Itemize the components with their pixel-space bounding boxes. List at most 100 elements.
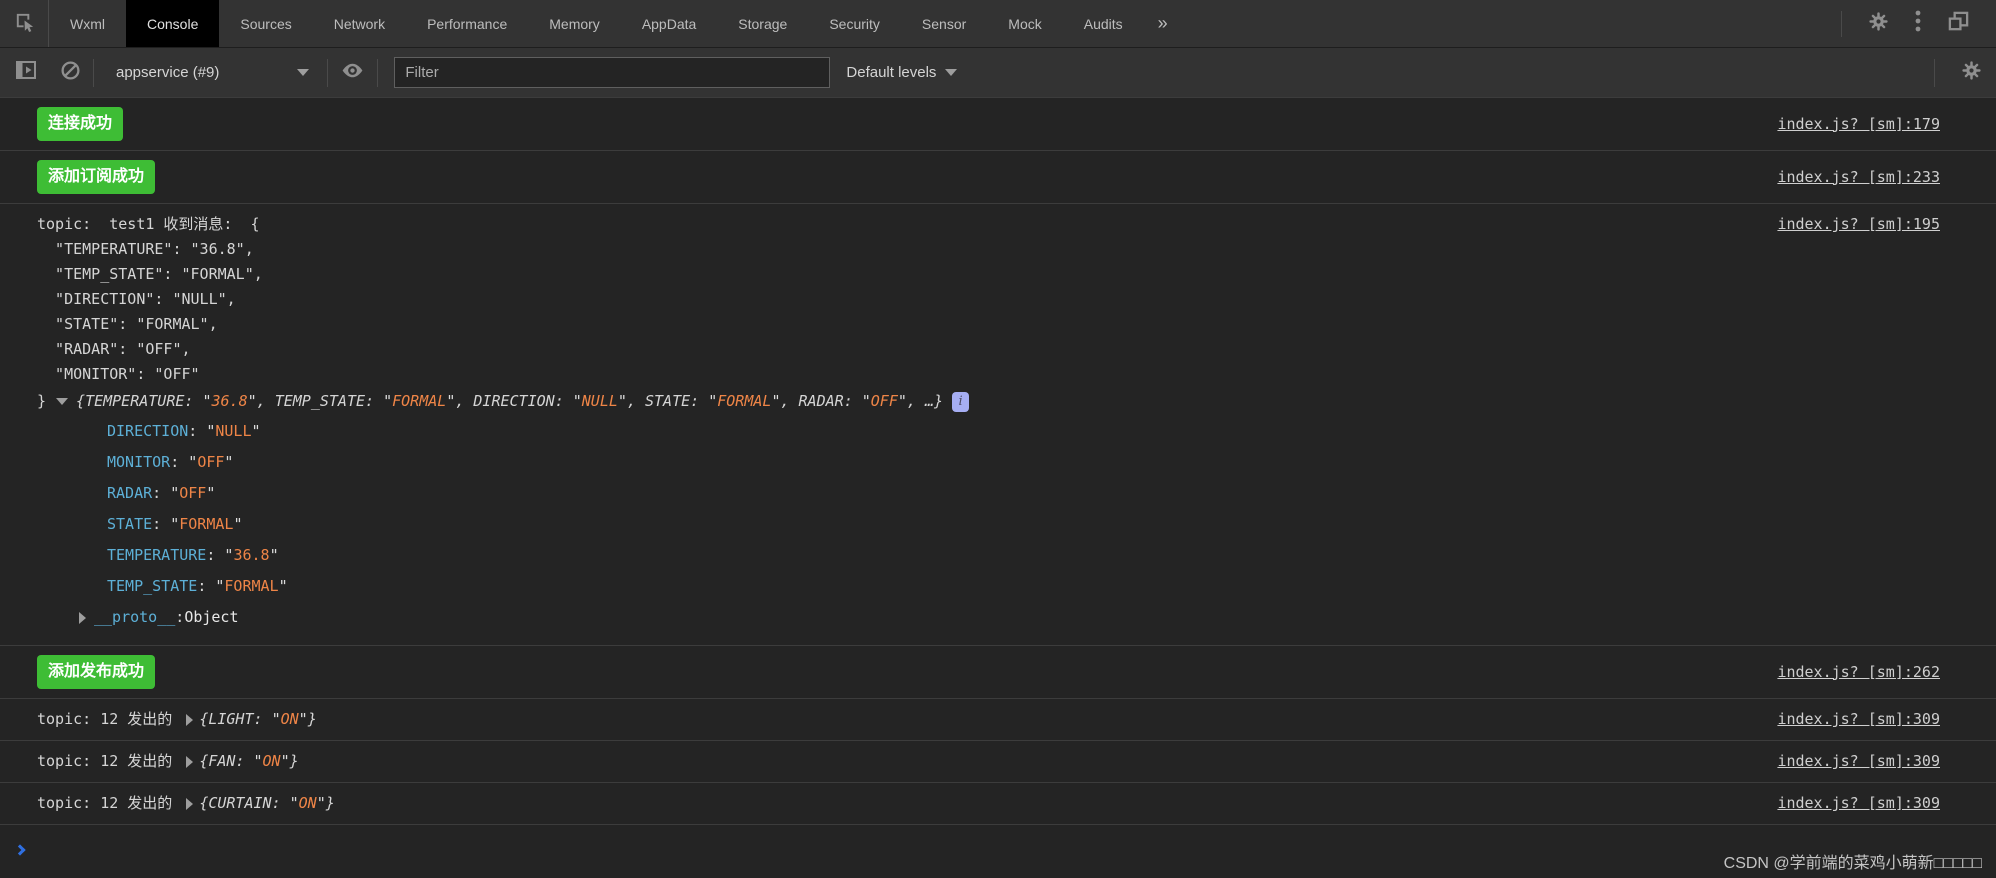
log-message: topic: 12 发出的 {CURTAINON} xyxy=(37,791,335,816)
filter-input[interactable] xyxy=(394,57,831,88)
preview-entry: TEMP_STATEFORMAL xyxy=(257,392,456,410)
open-brace: { xyxy=(76,392,86,410)
object-preview[interactable]: {LIGHTON} xyxy=(199,707,316,732)
tab-console[interactable]: Console xyxy=(126,0,220,47)
tab-wxml[interactable]: Wxml xyxy=(49,0,126,47)
property-value: NULL xyxy=(573,392,627,410)
levels-label: Default levels xyxy=(846,64,937,81)
tab-sensor[interactable]: Sensor xyxy=(901,0,987,47)
tree-property[interactable]: TEMP_STATEFORMAL xyxy=(37,571,969,602)
expand-triangle-icon[interactable] xyxy=(79,611,86,624)
tree-property[interactable]: RADAROFF xyxy=(37,478,969,509)
source-link[interactable]: index.js? [sm]:262 xyxy=(1777,662,1940,681)
tab-label: Network xyxy=(333,15,386,32)
property-value: OFF xyxy=(170,484,215,502)
inspect-element-button[interactable] xyxy=(0,0,49,47)
console-row: topic: 12 发出的 {CURTAINON} index.js? [sm]… xyxy=(0,783,1996,825)
tab-audits[interactable]: Audits xyxy=(1063,0,1144,47)
console-row: 连接成功 index.js? [sm]:179 xyxy=(0,98,1996,151)
property-key: RADAR xyxy=(107,484,170,502)
property-value: FORMAL xyxy=(383,392,455,410)
tab-label: Memory xyxy=(549,15,600,32)
more-tabs-button[interactable]: » xyxy=(1144,0,1182,47)
open-brace: { xyxy=(199,794,209,812)
live-expression-button[interactable] xyxy=(340,58,365,88)
tab-security[interactable]: Security xyxy=(808,0,901,47)
expand-triangle-icon[interactable] xyxy=(186,713,194,726)
property-key: TEMPERATURE xyxy=(107,546,224,564)
source-link[interactable]: index.js? [sm]:179 xyxy=(1777,114,1940,133)
tab-label: Sources xyxy=(240,15,292,32)
log-text-line: "MONITOR": "OFF" xyxy=(37,365,200,383)
close-brace: } xyxy=(325,794,335,812)
property-value: NULL xyxy=(206,422,260,440)
log-prefix: topic: 12 发出的 xyxy=(37,752,173,770)
log-text-line: topic: test1 收到消息: { xyxy=(37,215,260,233)
info-badge-icon[interactable]: i xyxy=(952,391,970,412)
clear-console-button[interactable] xyxy=(60,60,81,86)
gear-icon xyxy=(1961,60,1982,86)
source-link[interactable]: index.js? [sm]:195 xyxy=(1777,215,1940,233)
console-prompt[interactable] xyxy=(0,825,1996,858)
tab-sources[interactable]: Sources xyxy=(219,0,312,47)
log-levels-dropdown[interactable]: Default levels xyxy=(846,64,958,81)
property-key: CURTAIN xyxy=(208,794,289,812)
tab-memory[interactable]: Memory xyxy=(528,0,621,47)
log-text-line: "STATE": "FORMAL", xyxy=(37,315,218,333)
chevron-down-icon xyxy=(945,69,958,76)
property-key: TEMPERATURE xyxy=(85,392,202,410)
preview-entry: DIRECTIONNULL xyxy=(455,392,627,410)
console-row: 添加订阅成功 index.js? [sm]:233 xyxy=(0,151,1996,204)
tree-property[interactable]: TEMPERATURE36.8 xyxy=(37,540,969,571)
proto-key: __proto__ xyxy=(94,602,184,633)
eye-icon xyxy=(340,58,365,88)
toolbar-separator xyxy=(93,58,94,87)
property-key: RADAR xyxy=(799,392,862,410)
gear-icon xyxy=(1868,11,1889,37)
dock-button[interactable] xyxy=(1947,10,1970,38)
object-preview[interactable]: {CURTAINON} xyxy=(199,791,334,816)
menu-button[interactable] xyxy=(1915,10,1921,37)
preview-entry: RADAROFF xyxy=(780,392,906,410)
source-link[interactable]: index.js? [sm]:309 xyxy=(1777,752,1940,770)
source-link[interactable]: index.js? [sm]:309 xyxy=(1777,794,1940,812)
object-preview: {TEMPERATURE36.8TEMP_STATEFORMALDIRECTIO… xyxy=(76,389,943,414)
console-settings-button[interactable] xyxy=(1961,60,1982,86)
console-sidebar-toggle-button[interactable] xyxy=(14,58,38,87)
expand-triangle-icon[interactable] xyxy=(186,797,194,810)
inspect-cursor-icon xyxy=(13,10,36,38)
tree-property[interactable]: STATEFORMAL xyxy=(37,509,969,540)
console-messages: 连接成功 index.js? [sm]:179 添加订阅成功 index.js?… xyxy=(0,98,1996,858)
object-preview-row[interactable]: } {TEMPERATURE36.8TEMP_STATEFORMALDIRECT… xyxy=(37,389,970,414)
settings-button[interactable] xyxy=(1868,11,1889,37)
log-prefix: topic: 12 发出的 xyxy=(37,710,173,728)
ellipsis: … xyxy=(907,392,934,410)
property-value: OFF xyxy=(862,392,907,410)
toolbar-separator xyxy=(327,58,329,87)
object-property-tree: DIRECTIONNULL MONITOROFF RADAROFF STATEF… xyxy=(37,416,969,633)
close-brace: } xyxy=(289,752,299,770)
tab-network[interactable]: Network xyxy=(313,0,406,47)
property-key: LIGHT xyxy=(208,710,271,728)
tab-label: Performance xyxy=(427,15,508,32)
expand-triangle-icon[interactable] xyxy=(186,755,194,768)
collapse-triangle-icon[interactable] xyxy=(56,398,69,405)
tab-mock[interactable]: Mock xyxy=(987,0,1062,47)
tab-storage[interactable]: Storage xyxy=(717,0,808,47)
source-link[interactable]: index.js? [sm]:309 xyxy=(1777,710,1940,728)
tab-appdata[interactable]: AppData xyxy=(621,0,717,47)
tree-property[interactable]: DIRECTIONNULL xyxy=(37,416,969,447)
execution-context-selector[interactable]: appservice (#9) xyxy=(106,64,315,81)
proto-value: Object xyxy=(184,608,239,626)
tab-label: AppData xyxy=(641,15,697,32)
closing-brace: } xyxy=(37,392,47,410)
tab-performance[interactable]: Performance xyxy=(406,0,528,47)
tree-property[interactable]: MONITOROFF xyxy=(37,447,969,478)
proto-property[interactable]: __proto__ Object xyxy=(37,602,969,633)
log-text-line: "TEMP_STATE": "FORMAL", xyxy=(37,265,263,283)
log-message: topic: 12 发出的 {FANON} xyxy=(37,749,299,774)
object-preview[interactable]: {FANON} xyxy=(199,749,298,774)
source-link[interactable]: index.js? [sm]:233 xyxy=(1777,167,1940,186)
kebab-menu-icon xyxy=(1915,10,1921,37)
prompt-chevron-icon xyxy=(14,844,26,856)
